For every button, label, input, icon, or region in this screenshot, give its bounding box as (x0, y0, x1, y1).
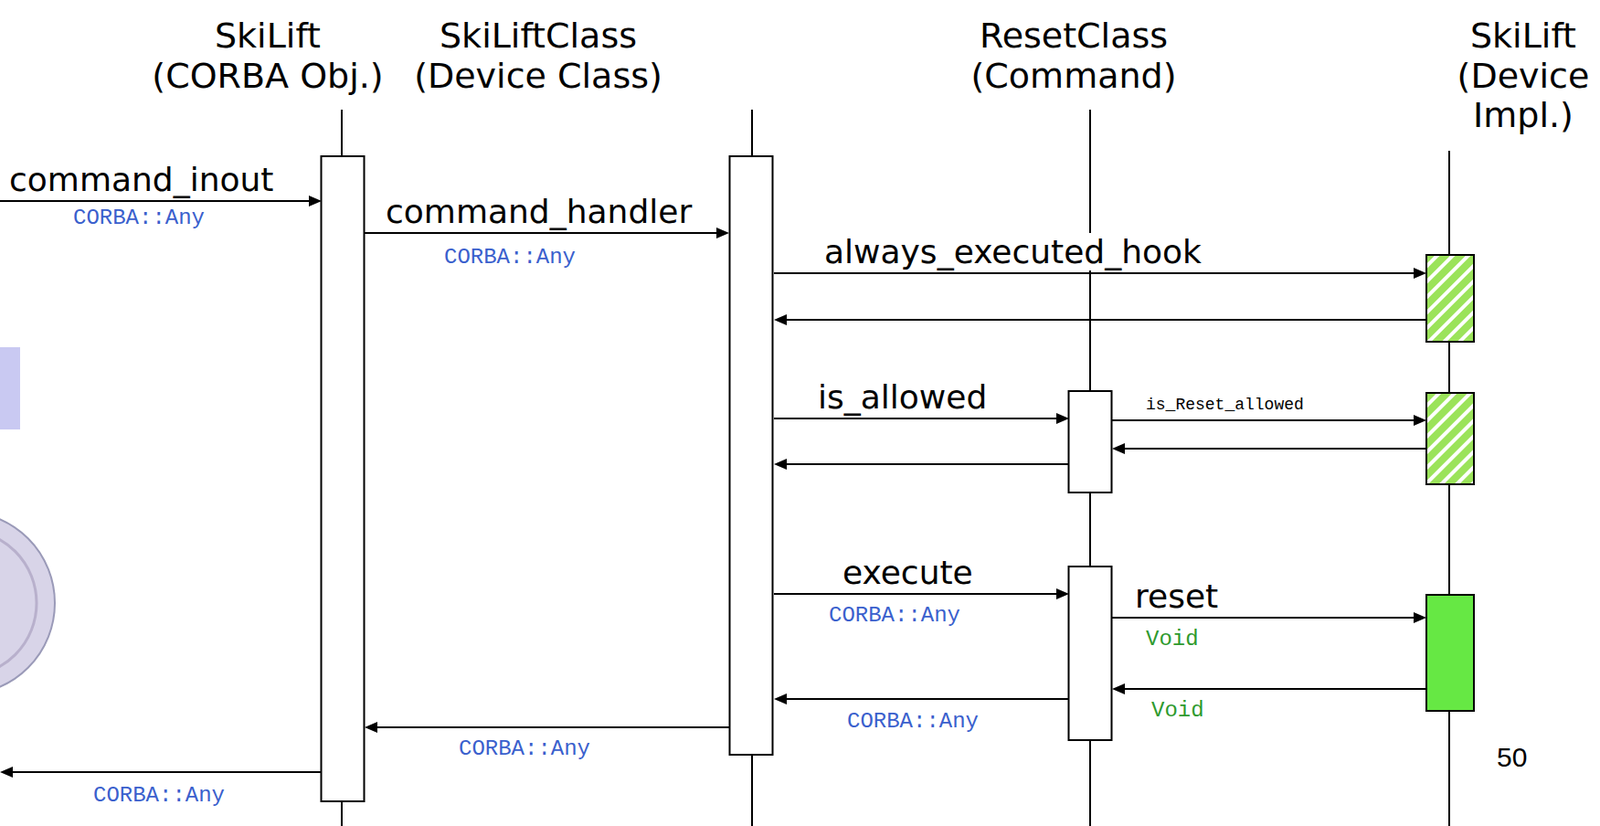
logo-decoration (0, 511, 55, 695)
message-line (377, 726, 730, 729)
message-line (1112, 616, 1414, 619)
message-line (0, 200, 309, 202)
lifeline-title: SkiLift (Device Impl.) (1454, 16, 1592, 137)
message-name: is_allowed (815, 378, 989, 416)
activation-bar (1426, 392, 1474, 485)
message-name: command_inout (7, 160, 276, 199)
message-type: Void (1149, 698, 1207, 724)
lifeline (1448, 150, 1451, 826)
activation-bar (730, 156, 774, 755)
activation-bar (1069, 566, 1113, 741)
logo-decoration (0, 529, 37, 677)
lifeline-header: SkiLift (Device Impl.) (1454, 16, 1592, 137)
message-line (786, 698, 1070, 700)
message-type: CORBA::Any (71, 205, 207, 232)
message-line (786, 463, 1070, 466)
lifeline-title: SkiLift (CORBA Obj.) (144, 16, 392, 96)
message-name: command_handler (383, 192, 694, 231)
message-line (12, 771, 322, 774)
message-line (773, 417, 1057, 420)
message-type: CORBA::Any (845, 709, 981, 735)
message-type: CORBA::Any (826, 603, 963, 629)
arrow-head (1112, 683, 1125, 695)
lifeline-header: ResetClass (Command) (964, 16, 1184, 96)
activation-bar (1426, 594, 1474, 711)
message-line (773, 593, 1057, 595)
message-type: CORBA::Any (442, 244, 578, 271)
arrow-head (1112, 443, 1125, 455)
message-line (1124, 688, 1427, 690)
arrow-head (773, 458, 787, 470)
message-name: reset (1133, 577, 1220, 615)
arrow-head (1056, 413, 1070, 424)
arrow-head (773, 693, 787, 705)
message-line (786, 318, 1427, 321)
message-name: execute (840, 553, 975, 592)
arrow-head (1056, 588, 1070, 600)
lifeline-title: ResetClass (Command) (964, 16, 1184, 96)
arrow-head (1413, 612, 1427, 624)
activation-bar (321, 156, 365, 802)
arrow-head (364, 721, 378, 733)
lifeline-header: SkiLift (CORBA Obj.) (144, 16, 392, 96)
arrow-head (0, 766, 13, 778)
message-type: is_Reset_allowed (1144, 395, 1306, 415)
arrow-head (1413, 267, 1427, 279)
message-name: always_executed_hook (822, 233, 1204, 271)
message-line (1112, 419, 1414, 422)
lifeline-header: SkiLiftClass (Device Class) (405, 16, 671, 96)
message-type: CORBA::Any (91, 783, 227, 809)
arrow-head (308, 195, 322, 207)
message-type: Void (1144, 626, 1201, 653)
message-line (364, 232, 717, 234)
message-type: CORBA::Any (456, 736, 593, 763)
arrow-head (716, 227, 730, 239)
message-line (1124, 447, 1427, 450)
side-decoration (0, 347, 21, 430)
message-line (773, 272, 1414, 275)
lifeline-title: SkiLiftClass (Device Class) (405, 16, 671, 96)
activation-bar (1069, 391, 1113, 493)
arrow-head (773, 314, 787, 326)
activation-bar (1426, 254, 1474, 342)
page-number: 50 (1494, 741, 1529, 774)
arrow-head (1413, 414, 1427, 426)
